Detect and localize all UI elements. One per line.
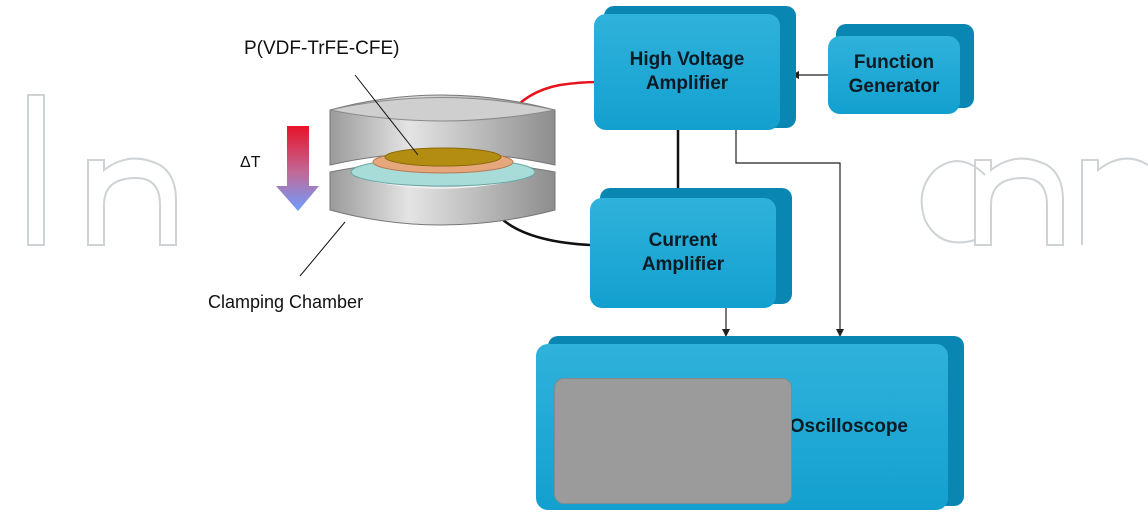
sample-pointer-line (354, 74, 419, 156)
sample-label: P(VDF-TrFE-CFE) (244, 38, 400, 59)
function-generator-block: Function Generator (828, 24, 974, 114)
chamber-pointer-line (299, 221, 346, 277)
clamping-chamber-label: Clamping Chamber (208, 292, 364, 312)
high-voltage-amplifier-block: High Voltage Amplifier (594, 6, 796, 130)
hv-amplifier-line2: Amplifier (645, 73, 729, 94)
delta-t-label: ΔT (240, 154, 261, 171)
hv-amplifier-line1: High Voltage (629, 49, 745, 70)
temperature-arrow (276, 126, 319, 211)
current-amplifier-line1: Current (648, 230, 718, 251)
current-amplifier-block: Current Amplifier (590, 188, 792, 308)
arrow-hvamp-to-scope (735, 127, 844, 337)
sample-stack (350, 147, 536, 187)
function-generator-line2: Generator (848, 76, 940, 97)
oscilloscope-label: Oscilloscope (789, 416, 908, 437)
oscilloscope-screen (554, 378, 792, 504)
current-amplifier-line2: Amplifier (641, 254, 725, 275)
function-generator-line1: Function (853, 52, 935, 73)
